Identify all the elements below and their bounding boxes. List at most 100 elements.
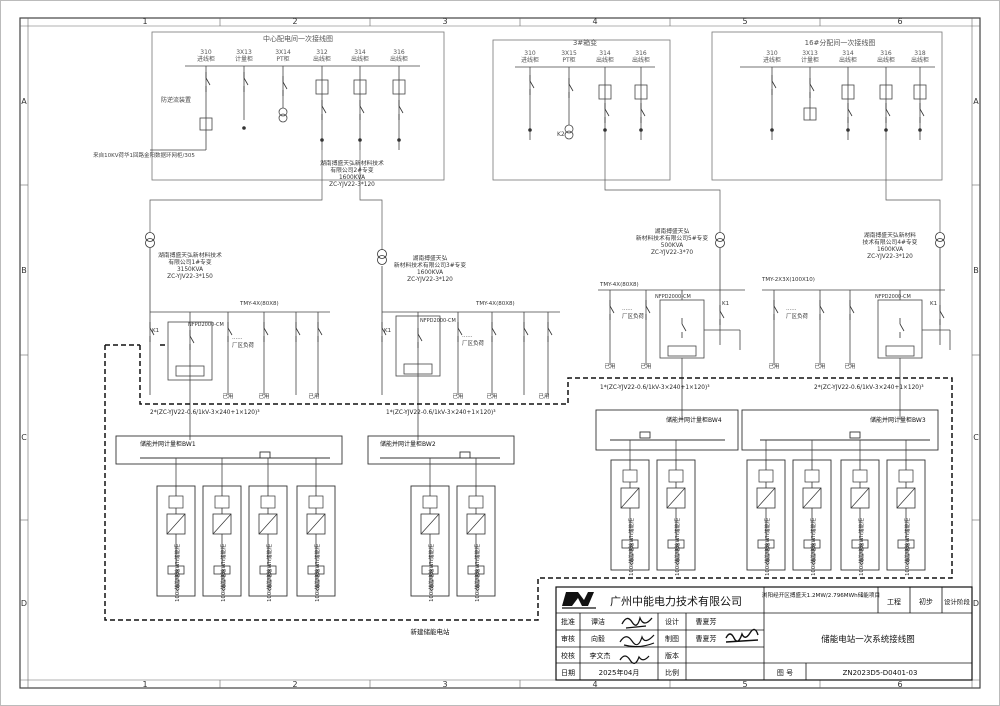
transformer-3-line: 新材料技术有限公司3#专变: [394, 261, 467, 269]
section-title: 3#箱变: [573, 38, 597, 47]
cabinet-name: 进线柜: [521, 56, 539, 64]
load-label: 厂区负荷: [622, 312, 645, 320]
unit-battery-label: 储能电池: [313, 568, 321, 590]
cabinet-number: 3X15: [561, 50, 577, 57]
distribution-room-16: 16#分配间一次接线图 310 进线柜 3X13 计量柜 314 出线柜 316…: [711, 31, 943, 181]
drawing-no-label: 图 号: [777, 669, 793, 677]
col-number: 1: [142, 17, 147, 26]
unit-cabinet-label: 100kW/233kWh储能柜: [763, 517, 771, 576]
cabinet-number: 316: [393, 49, 405, 56]
meter-cabinet-label: 储能并网计量柜BW1: [140, 440, 196, 448]
cabinet-number: 316: [635, 50, 647, 57]
transformer-4-line: 技术有限公司4#专变: [863, 238, 918, 246]
stage-label: 设计阶段: [944, 597, 971, 606]
cabinet-number: 314: [599, 50, 611, 57]
load-label: 厂区负荷: [232, 341, 255, 349]
new-station-label: 新建储能电站: [411, 627, 451, 636]
col-number: 4: [592, 680, 597, 689]
unit-cabinet-label: 100kW/233kWh储能柜: [219, 543, 227, 602]
cabinet-number: 3X13: [236, 49, 252, 56]
unit-battery-label: 储能电池: [265, 568, 273, 590]
signature: [621, 615, 653, 629]
cabinet-name: 出线柜: [351, 55, 369, 63]
cabinet-number: 310: [766, 50, 778, 57]
mv-feeders: [149, 140, 941, 250]
cabinet-name: 计量柜: [235, 55, 253, 63]
draw-label: 制图: [665, 634, 679, 643]
transformer-2-line: 有限公司2#专变: [330, 166, 374, 174]
signature: [725, 628, 759, 643]
title-block: 广州中能电力技术有限公司 浏阳经开区搏盛天1.2MW/2.796MWh储能项目 …: [555, 586, 973, 681]
used-label: 已用: [222, 393, 233, 400]
cable-label: 2*(ZC-YJV22-0.6/1kV-3×240+1×120)³: [814, 384, 924, 391]
k1-label: K1: [384, 328, 391, 334]
transformer-4-line: ZC-YJV22-3*120: [867, 254, 913, 260]
col-number: 2: [292, 17, 297, 26]
storage-unit: 100kW/233kWh储能柜 储能电池: [886, 459, 926, 576]
cabinet-number: 312: [316, 49, 328, 56]
cabinet-number: 318: [914, 50, 926, 57]
unit-cabinet-label: 100kW/233kWh储能柜: [857, 517, 865, 576]
transformer-1-line: 3150KVA: [177, 267, 203, 273]
draw-name: 曹夏芳: [696, 634, 717, 643]
transformer-4-line: 湖南搏盛天弘新材料: [864, 231, 916, 239]
breaker-label: NFPD2000-CM: [655, 294, 691, 300]
storage-unit: 100kW/233kWh储能柜 储能电池: [792, 459, 832, 576]
transformer-2-line: 1600KVA: [339, 175, 365, 181]
unit-cabinet-label: 100kW/233kWh储能柜: [473, 543, 481, 602]
meter-cabinet: [595, 409, 739, 451]
row-letter: B: [973, 266, 979, 275]
transformer-1-line: 有限公司1#专变: [168, 258, 212, 266]
unit-battery-label: 储能电池: [903, 542, 911, 564]
scale-label: 比例: [665, 668, 679, 677]
cabinet-name: 计量柜: [801, 56, 819, 64]
check-label: 校核: [561, 651, 575, 660]
approve-label: 批准: [561, 617, 575, 626]
unit-battery-label: 储能电池: [809, 542, 817, 564]
new-station-boundary: [104, 344, 953, 621]
unit-battery-label: 储能电池: [173, 568, 181, 590]
signature: [619, 655, 650, 664]
storage-unit: 100kW/233kWh储能柜 储能电池: [248, 485, 288, 602]
load-label: 厂区负荷: [462, 339, 485, 347]
dots: ......: [232, 335, 243, 341]
meter-cabinet-label: 储能并网计量柜BW3: [870, 416, 926, 424]
used-label: 已用: [308, 393, 319, 400]
cable-label: 2*(ZC-YJV22-0.6/1kV-3×240+1×120)³: [150, 409, 260, 416]
unit-cabinet-label: 100kW/233kWh储能柜: [313, 543, 321, 602]
storage-unit: 100kW/233kWh储能柜 储能电池: [610, 459, 650, 576]
col-number: 6: [897, 680, 902, 689]
cabinet-name: 进线柜: [197, 55, 215, 63]
unit-battery-label: 储能电池: [473, 568, 481, 590]
date-label: 日期: [561, 669, 575, 677]
cabinet-name: 出线柜: [390, 55, 408, 63]
cabinet-number: 3X14: [275, 49, 291, 56]
transformer-3-line: ZC-YJV22-3*120: [407, 277, 453, 283]
cabinet-name: 出线柜: [839, 56, 857, 64]
storage-unit: 100kW/233kWh储能柜 储能电池: [156, 485, 196, 602]
version-label: 版本: [665, 651, 679, 660]
used-label: 已用: [814, 363, 825, 370]
col-number: 4: [592, 17, 597, 26]
storage-unit: 100kW/233kWh储能柜 储能电池: [410, 485, 450, 602]
k1-label: K1: [722, 301, 729, 307]
k1-label: K1: [152, 328, 159, 334]
cabinet-name: 出线柜: [911, 56, 929, 64]
unit-battery-label: 储能电池: [763, 542, 771, 564]
col-number: 5: [742, 17, 747, 26]
cabinet-name: 出线柜: [596, 56, 614, 64]
row-letter: A: [21, 97, 27, 106]
cabinet-name: 出线柜: [877, 56, 895, 64]
unit-battery-label: 储能电池: [627, 542, 635, 564]
cabinet-number: 316: [880, 50, 892, 57]
storage-unit: 100kW/233kWh储能柜 储能电池: [202, 485, 242, 602]
dots: ......: [462, 333, 473, 339]
used-label: 已用: [640, 363, 651, 370]
cable-label: 1*(ZC-YJV22-0.6/1kV-3×240+1×120)³: [600, 384, 710, 391]
dots: ......: [786, 306, 797, 312]
transformer-5-line: 500KVA: [661, 243, 683, 249]
used-label: 已用: [844, 363, 855, 370]
cable-label: 1*(ZC-YJV22-0.6/1kV-3×240+1×120)³: [386, 409, 496, 416]
